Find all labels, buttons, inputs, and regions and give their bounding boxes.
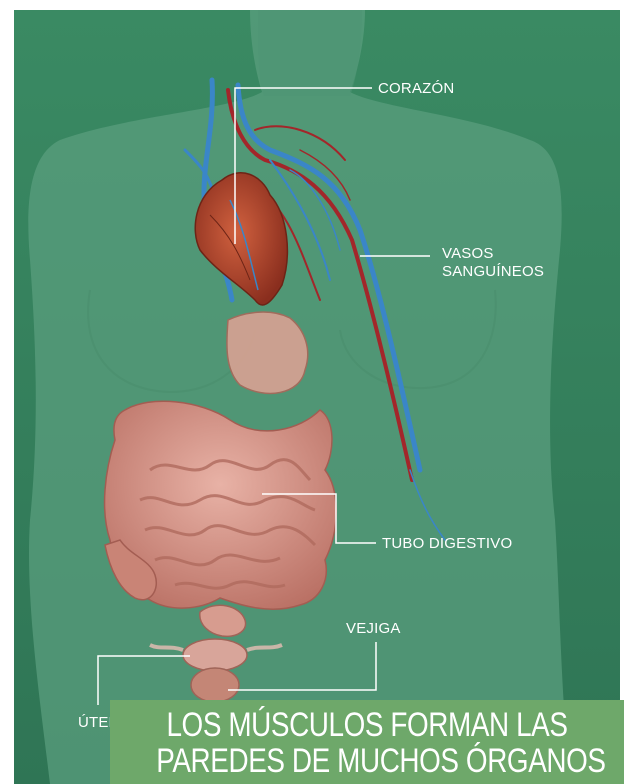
intestines: [105, 401, 337, 609]
stomach: [227, 312, 308, 393]
caption-line-2: PAREDES DE MUCHOS ÓRGANOS: [156, 744, 577, 778]
caption-line-1: LOS MÚSCULOS FORMAN LAS: [156, 708, 577, 742]
label-tubo-digestivo: TUBO DIGESTIVO: [382, 535, 512, 552]
label-corazon: CORAZÓN: [378, 80, 454, 97]
label-vejiga: VEJIGA: [346, 620, 401, 637]
label-vasos-line1: VASOS: [442, 245, 494, 262]
caption-banner: LOS MÚSCULOS FORMAN LAS PAREDES DE MUCHO…: [110, 700, 624, 784]
label-vasos-line2: SANGUÍNEOS: [442, 263, 544, 280]
neck: [258, 10, 362, 96]
